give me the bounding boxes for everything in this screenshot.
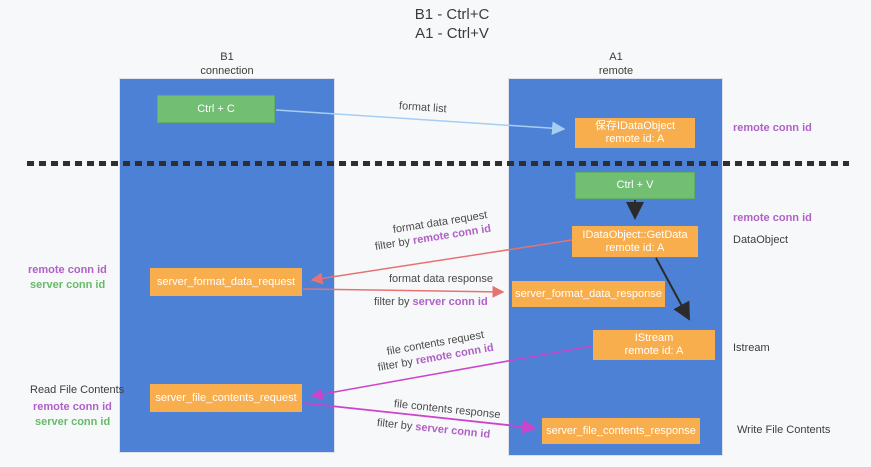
annotation-remote-conn-id-mid-right: remote conn id (733, 212, 812, 224)
node-server-format-data-response-label: server_format_data_response (515, 287, 662, 300)
format-list-arrow (275, 109, 566, 135)
dashed-separator-line (27, 161, 849, 166)
annotation-istream: Istream (733, 342, 770, 354)
annotation-read-file-contents: Read File Contents (30, 384, 125, 396)
node-save-idataobject-line2: remote id: A (605, 133, 665, 145)
node-getdata-line2: remote id: A (605, 241, 665, 254)
node-getdata-line1: IDataObject::GetData (582, 228, 688, 241)
getdata-to-istream-arrow (655, 257, 690, 321)
title-line-1: B1 - Ctrl+C (414, 6, 490, 23)
file-contents-response-arrow (302, 402, 537, 434)
node-server-format-data-request: server_format_data_request (150, 268, 302, 296)
filter-by-value-2: server conn id (412, 296, 488, 308)
node-save-idataobject-line1: 保存IDataObject (594, 120, 676, 132)
node-istream-line1: IStream (634, 332, 674, 344)
lane-b1-role: connection (200, 65, 254, 77)
node-ctrl-v: Ctrl + V (575, 172, 695, 199)
annotation-remote-conn-id-left-2: remote conn id (33, 401, 112, 413)
node-server-file-contents-response: server_file_contents_response (542, 418, 700, 444)
label-filter-by-server-conn-id-1: filter by server conn id (374, 296, 488, 308)
node-istream: IStream remote id: A (593, 330, 715, 360)
format-data-response-arrow (302, 285, 505, 298)
lane-header-b1: B1 connection (172, 50, 282, 78)
annotation-write-file-contents: Write File Contents (737, 424, 831, 436)
node-server-file-contents-request: server_file_contents_request (150, 384, 302, 412)
lane-a1-role: remote (598, 65, 634, 77)
format-data-request-arrow (310, 239, 573, 285)
annotation-server-conn-id-left-1: server conn id (30, 279, 106, 291)
node-server-format-data-response: server_format_data_response (512, 281, 665, 307)
title-line-2: A1 - Ctrl+V (415, 25, 489, 42)
annotation-dataobject: DataObject (733, 234, 789, 246)
lane-a1-name: A1 (609, 51, 623, 63)
lane-header-a1: A1 remote (561, 50, 671, 78)
filter-by-prefix-2: filter by (374, 296, 413, 308)
diagram-title: B1 - Ctrl+C A1 - Ctrl+V (377, 5, 527, 43)
lane-b1-name: B1 (220, 51, 234, 63)
node-ctrl-c-label: Ctrl + C (197, 102, 235, 115)
annotation-remote-conn-id-top-right: remote conn id (733, 122, 812, 134)
node-server-file-contents-request-label: server_file_contents_request (155, 391, 297, 404)
node-server-format-data-request-label: server_format_data_request (156, 275, 296, 288)
node-istream-line2: remote id: A (624, 345, 684, 357)
node-server-file-contents-response-label: server_file_contents_response (546, 424, 696, 437)
annotation-remote-conn-id-left-1: remote conn id (28, 264, 107, 276)
node-save-idataobject: 保存IDataObject remote id: A (575, 118, 695, 148)
node-ctrl-c: Ctrl + C (157, 95, 275, 123)
node-ctrl-v-label: Ctrl + V (616, 179, 654, 191)
annotation-server-conn-id-left-2: server conn id (35, 416, 111, 428)
label-format-data-response: format data response (389, 273, 493, 285)
file-contents-request-arrow (310, 345, 593, 401)
node-idataobject-getdata: IDataObject::GetData remote id: A (572, 226, 698, 257)
